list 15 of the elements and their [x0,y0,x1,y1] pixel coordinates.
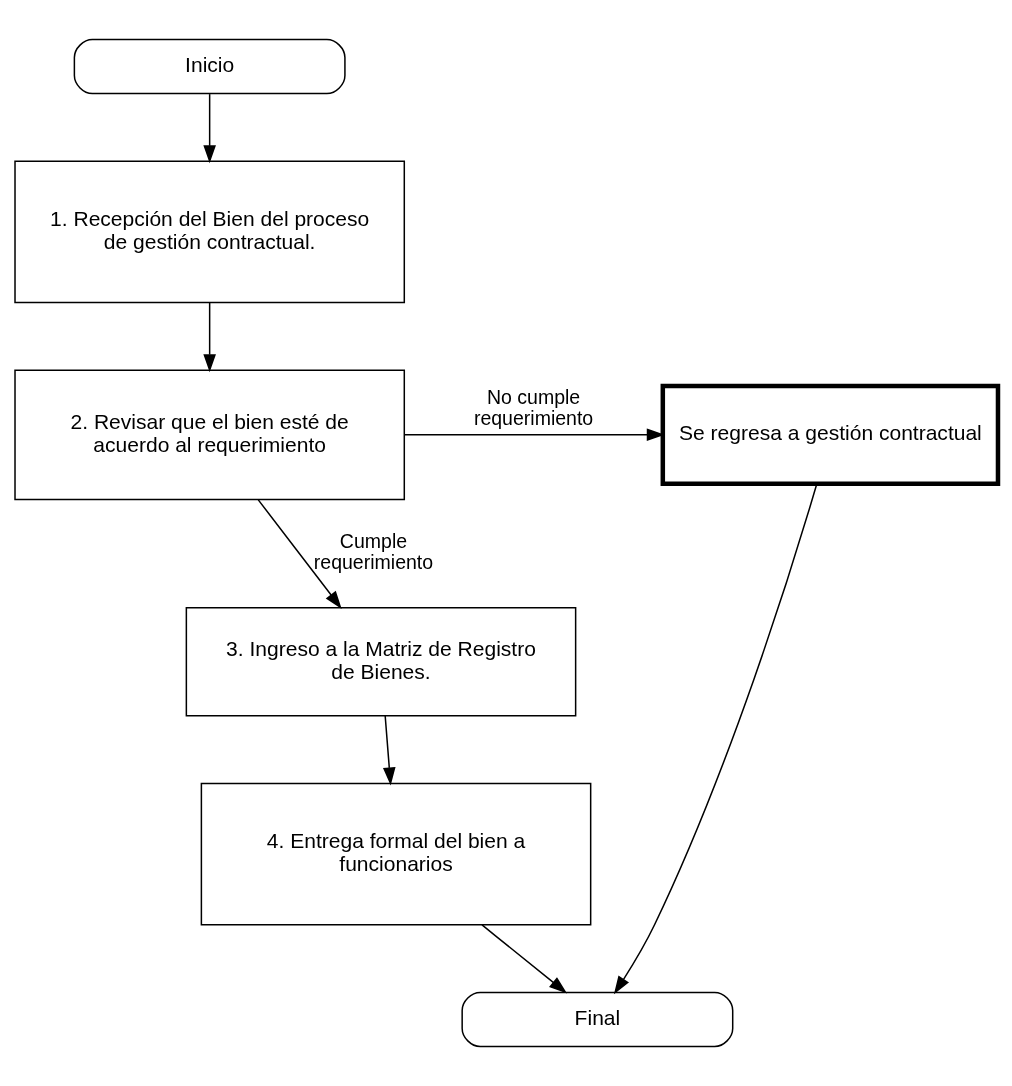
arrow [257,499,342,609]
node-box: Se regresa a gestión contractual [660,383,1000,486]
node-box: Inicio [73,38,346,95]
arrow [382,715,396,786]
arrow [202,302,216,373]
node-box: 3. Ingreso a la Matriz de Registro de Bienes. [185,606,576,717]
node-box: 1. Recepción del Bien del proceso de gestión contractual. [13,160,405,304]
edge-label: No cumple requerimiento [473,385,593,429]
arrow [480,924,567,994]
edge-label: Cumple requerimiento [313,530,433,574]
node-box: 2. Revisar que el bien esté de acuerdo al requerimiento [13,369,405,501]
arrow [202,93,216,164]
node-box: 4. Entrega formal del bien a funcionarios [200,782,591,926]
node-box: Final [460,991,733,1048]
arrow [613,483,817,995]
